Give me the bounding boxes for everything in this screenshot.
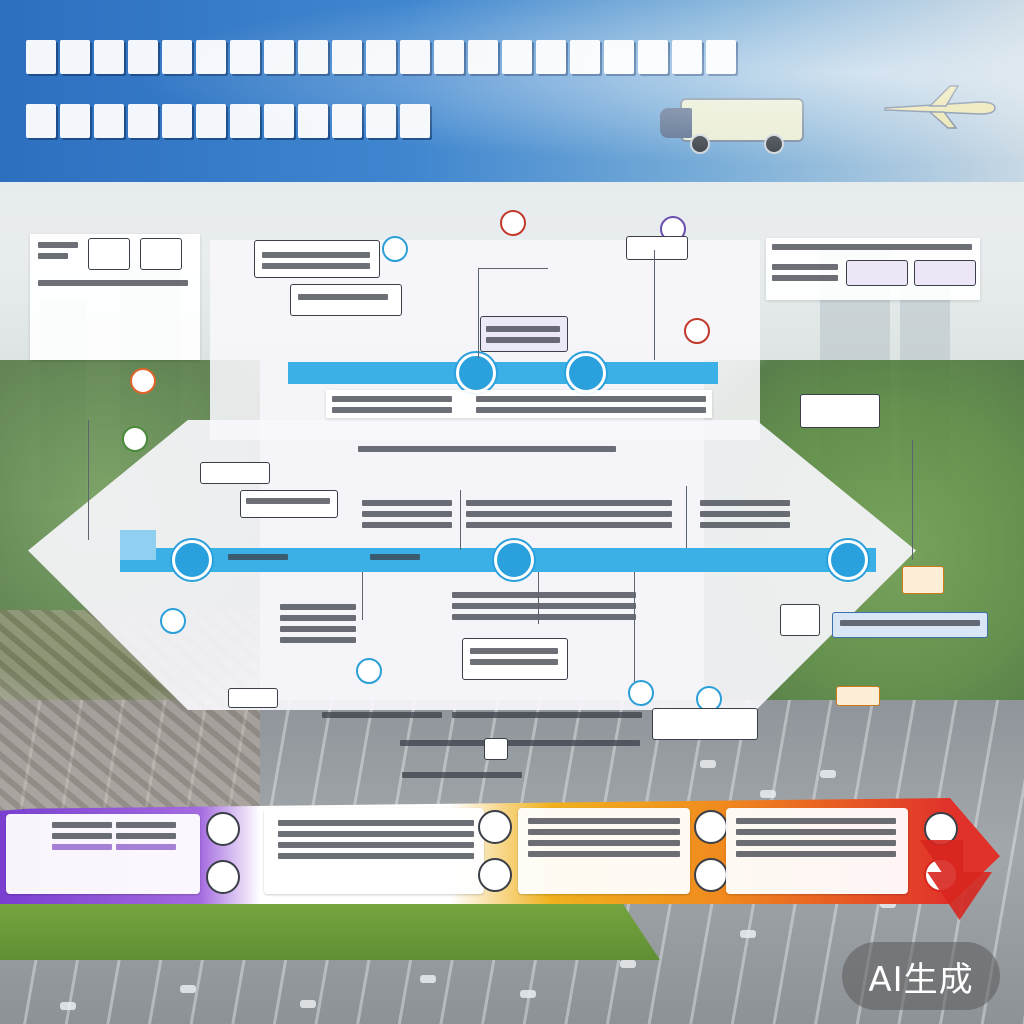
car: [820, 770, 836, 778]
car: [880, 900, 896, 908]
ribbon-icon: [478, 810, 512, 844]
badge-icon: [628, 680, 654, 706]
legend-chip: [914, 260, 976, 286]
ribbon-icon: [206, 812, 240, 846]
note-icon-box: [88, 238, 130, 270]
badge-icon: [500, 210, 526, 236]
badge-icon: [160, 608, 186, 634]
ribbon-icon: [694, 858, 728, 892]
title-line-1: [26, 40, 740, 74]
car: [740, 930, 756, 938]
legend-chip: [846, 260, 908, 286]
legend-card: [766, 238, 980, 300]
timeline-start-cap: [120, 530, 156, 560]
side-label-box: [800, 394, 880, 428]
upper-label-box: [480, 316, 568, 352]
timeline-node-icon: [456, 353, 496, 393]
milestone-box: [484, 738, 508, 760]
ribbon-card-2: [264, 808, 484, 894]
ai-generated-watermark: AI生成: [842, 942, 1000, 1010]
diagram-caption: [358, 446, 616, 457]
note-icon-box: [140, 238, 182, 270]
timeline-node-icon: [566, 353, 606, 393]
badge-icon: [684, 318, 710, 344]
upper-timeline-bar: [288, 362, 718, 384]
milestone-box: [240, 490, 338, 518]
milestone-box: [228, 688, 278, 708]
upper-timeline-caption: [326, 390, 712, 418]
ribbon-icon: [694, 810, 728, 844]
car: [760, 790, 776, 798]
badge-icon: [382, 236, 408, 262]
upper-label-box: [254, 240, 380, 278]
badge-icon: [122, 426, 148, 452]
header-banner: [0, 0, 1024, 182]
badge-icon: [356, 658, 382, 684]
milestone-box: [652, 708, 758, 740]
title-line-2: [26, 104, 434, 138]
airplane-icon: [884, 85, 996, 129]
car: [620, 960, 636, 968]
badge-icon: [130, 368, 156, 394]
milestone-box: [780, 604, 820, 636]
timeline-node-icon: [172, 540, 212, 580]
timeline-node-icon: [494, 540, 534, 580]
milestone-box: [200, 462, 270, 484]
truck-icon: [660, 92, 820, 154]
ribbon-icon: [206, 860, 240, 894]
note-card-left: [30, 234, 200, 360]
ribbon-card-1: [6, 814, 200, 894]
ribbon-card-3: [518, 808, 690, 894]
car: [300, 1000, 316, 1008]
ribbon-icon: [478, 858, 512, 892]
side-label-box: [836, 686, 880, 706]
car: [180, 985, 196, 993]
car: [700, 760, 716, 768]
timeline-node-icon: [828, 540, 868, 580]
upper-label-box: [290, 284, 402, 316]
car: [60, 1002, 76, 1010]
upper-label-box: [626, 236, 688, 260]
ribbon-card-4: [726, 808, 908, 894]
car: [420, 975, 436, 983]
side-label-box: [902, 566, 944, 594]
car: [520, 990, 536, 998]
